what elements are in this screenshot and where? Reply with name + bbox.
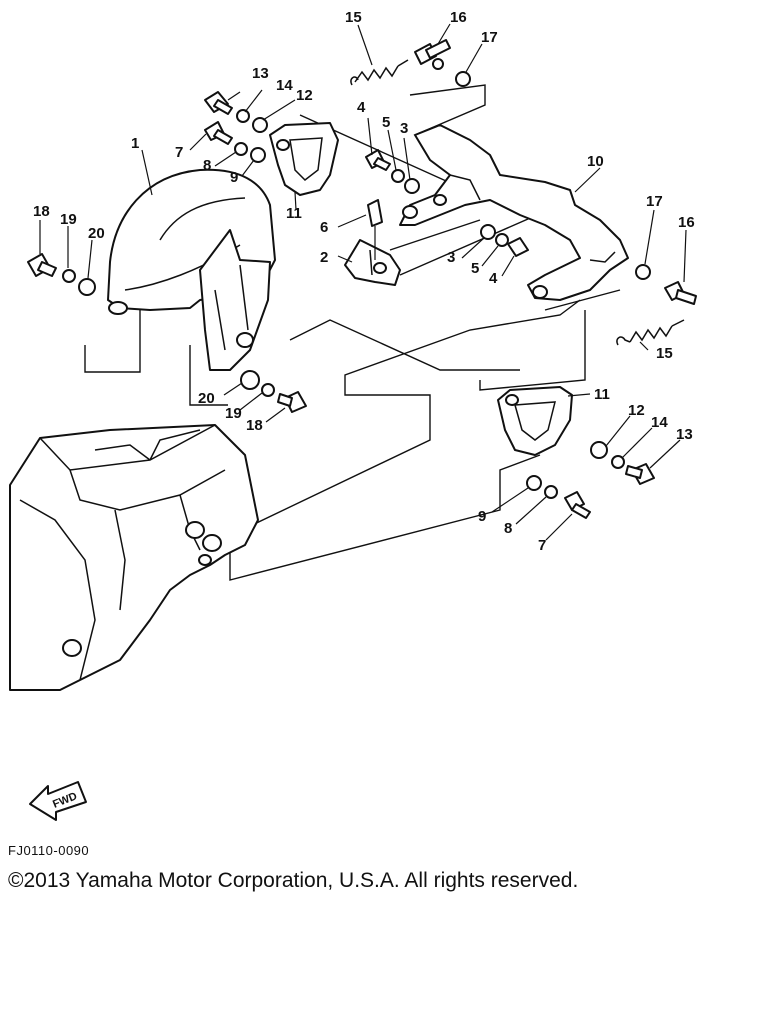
callout-6: 6 <box>320 219 328 236</box>
part-19-washer-lower <box>261 383 275 397</box>
callout-20: 20 <box>198 390 215 407</box>
part-10-lever-plate <box>399 124 629 301</box>
part-18-bolt-lower <box>277 391 307 413</box>
part-5-washer-lower <box>495 233 509 247</box>
callout-11: 11 <box>286 205 302 222</box>
part-3-collar-upper <box>404 178 420 194</box>
part-7-bolt-lower <box>564 491 591 519</box>
part-3-collar-lower <box>480 224 496 240</box>
callout-3: 3 <box>400 120 408 137</box>
part-18-bolt-left <box>27 253 57 277</box>
callout-20: 20 <box>88 225 105 242</box>
callout-3: 3 <box>447 249 455 266</box>
callout-15: 15 <box>345 9 362 26</box>
part-20-collar-left <box>78 278 96 296</box>
callout-9: 9 <box>478 508 486 525</box>
part-14-washer-upper <box>236 109 250 123</box>
callout-2: 2 <box>320 249 328 266</box>
part-20-collar-lower <box>240 370 260 390</box>
part-13-bolt-lower <box>625 463 655 485</box>
callout-13: 13 <box>252 65 269 82</box>
engine-block <box>9 424 259 691</box>
callout-18: 18 <box>33 203 50 220</box>
callout-5: 5 <box>382 114 390 131</box>
callout-15: 15 <box>656 345 673 362</box>
callout-19: 19 <box>60 211 77 228</box>
callout-7: 7 <box>538 537 546 554</box>
callout-7: 7 <box>175 144 183 161</box>
callout-19: 19 <box>225 405 242 422</box>
part-8-washer-lower <box>544 485 558 499</box>
part-12-collar-lower <box>590 441 608 459</box>
part-6-nipple <box>367 199 383 260</box>
callout-11: 11 <box>594 386 610 403</box>
part-9-collar-lower <box>526 475 542 491</box>
exploded-parts-diagram: 1 2 3 3 4 4 5 5 6 7 7 8 8 9 9 10 11 11 1… <box>9 9 697 691</box>
part-13-bolt-upper <box>204 91 233 115</box>
part-19-washer-left <box>62 269 76 283</box>
part-5-washer-upper <box>391 169 405 183</box>
callout-10: 10 <box>587 153 604 170</box>
part-17-collar-lower <box>635 264 651 280</box>
part-2-bracket <box>344 239 401 286</box>
part-12-collar-upper <box>252 117 268 133</box>
part-17-collar-upper <box>455 71 471 87</box>
callout-14: 14 <box>276 77 293 94</box>
part-15-spring-lower <box>616 319 685 346</box>
part-16-bolt-lower <box>664 281 697 305</box>
part-15-spring-upper <box>350 59 409 86</box>
callout-9: 9 <box>230 169 238 186</box>
callout-labels: 1 2 3 3 4 4 5 5 6 7 7 8 8 9 9 10 11 11 1… <box>33 9 695 554</box>
part-4-bolt-lower <box>507 237 529 257</box>
callout-1: 1 <box>131 135 139 152</box>
diagram-code: FJ0110-0090 <box>8 843 90 858</box>
callout-12: 12 <box>628 402 645 419</box>
callout-4: 4 <box>489 270 498 287</box>
part-11-link-plate-upper <box>269 122 339 196</box>
callout-8: 8 <box>504 520 512 537</box>
callout-18: 18 <box>246 417 263 434</box>
callout-17: 17 <box>481 29 498 46</box>
part-4-bolt-upper <box>365 149 391 171</box>
copyright-notice: ©2013 Yamaha Motor Corporation, U.S.A. A… <box>8 869 579 892</box>
callout-4: 4 <box>357 99 366 116</box>
part-11-link-plate-lower <box>497 386 573 456</box>
part-1-cover <box>107 168 276 371</box>
callout-8: 8 <box>203 157 211 174</box>
callout-13: 13 <box>676 426 693 443</box>
callout-5: 5 <box>471 260 479 277</box>
part-14-washer-lower <box>611 455 625 469</box>
callout-16: 16 <box>678 214 695 231</box>
forward-direction-arrow-icon: FWD <box>29 781 87 821</box>
part-9-collar-upper <box>250 147 266 163</box>
callout-12: 12 <box>296 87 313 104</box>
callout-16: 16 <box>450 9 467 26</box>
callout-14: 14 <box>651 414 668 431</box>
part-7-bolt-upper <box>204 121 233 145</box>
part-16-bolt-upper <box>414 39 451 70</box>
part-8-washer-upper <box>234 142 248 156</box>
leader-lines <box>39 23 687 541</box>
callout-17: 17 <box>646 193 663 210</box>
